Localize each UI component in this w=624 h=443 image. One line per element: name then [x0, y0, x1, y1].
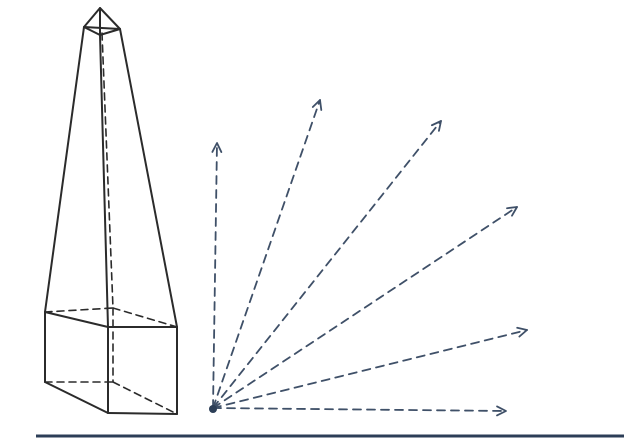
ray-fan	[211, 99, 528, 417]
ray-line	[212, 142, 218, 409]
arrowhead-icon	[516, 326, 528, 338]
ray-line	[212, 407, 507, 412]
obelisk-shaft	[44, 26, 178, 328]
arrowhead-icon	[496, 405, 507, 417]
ray-arrow-1	[211, 142, 223, 409]
ray-arrow-3	[212, 120, 442, 409]
obelisk-cap	[83, 7, 121, 36]
ray-arrow-2	[212, 99, 323, 409]
obelisk	[44, 7, 178, 415]
ray-arrow-4	[212, 206, 518, 409]
ray-arrow-5	[212, 326, 528, 409]
arrowhead-icon	[311, 99, 323, 111]
ray-line	[212, 206, 518, 409]
source-point	[209, 405, 217, 413]
arrowhead-icon	[506, 206, 518, 217]
obelisk-base	[44, 307, 178, 415]
ray-line	[212, 120, 442, 409]
ray-arrow-6	[212, 405, 507, 417]
arrowhead-icon	[211, 142, 223, 153]
arrowhead-icon	[430, 120, 442, 132]
ray-line	[212, 99, 321, 409]
ray-line	[212, 329, 528, 409]
